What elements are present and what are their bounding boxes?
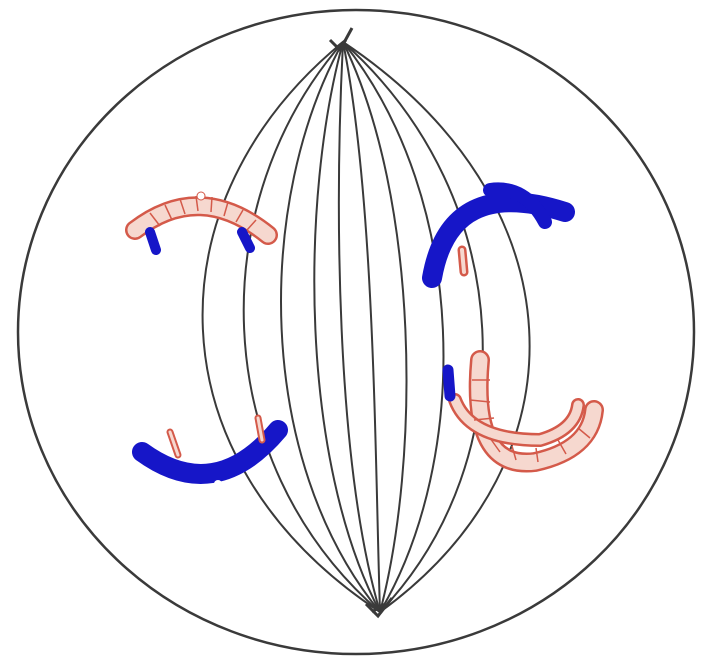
spindle-fiber [314,42,380,612]
centromere [197,192,205,200]
centromere [486,172,494,180]
chromosome-top-left [135,192,268,250]
spindle-fiber [203,42,380,612]
chromosome-bottom-left [142,418,278,488]
spindle-fiber [343,42,406,612]
spindle-fibers [203,42,530,612]
spindle-fiber [343,42,443,612]
chromosome-top-right [432,172,565,278]
centromere [214,480,222,488]
spindle-fiber [281,42,380,612]
spindle-fiber [343,42,483,612]
